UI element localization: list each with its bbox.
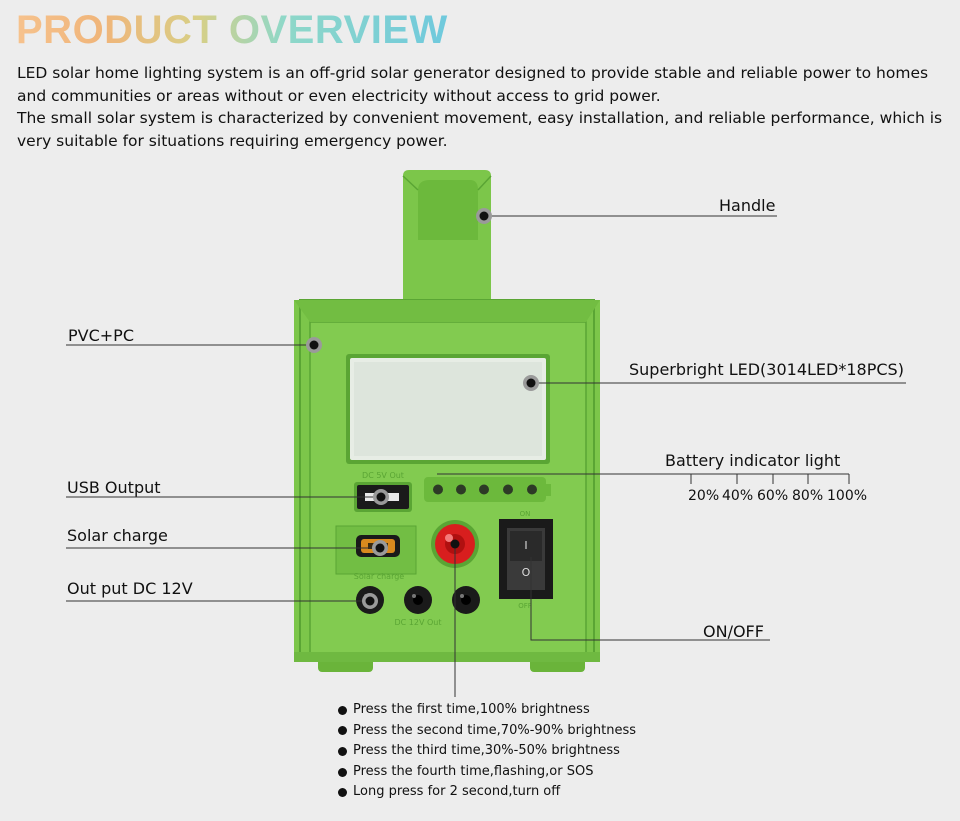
list-item: Press the first time,100% brightness — [338, 700, 636, 721]
bullet-dot — [338, 705, 347, 715]
battery-level-20: 20% — [688, 488, 720, 504]
handle — [402, 170, 492, 300]
leader-lines — [66, 215, 906, 697]
bullet-dot — [338, 746, 347, 756]
battery-level-80: 80% — [792, 488, 824, 504]
list-item: Press the fourth time,flashing,or SOS — [338, 762, 636, 783]
usb-print: DC 5V Out — [362, 471, 404, 480]
label-battery: Battery indicator light — [665, 451, 841, 470]
battery-indicator — [424, 477, 551, 502]
mode-text: Long press for 2 second,turn off — [353, 784, 561, 800]
battery-level-100: 100% — [827, 488, 868, 504]
mode-text: Press the fourth time,flashing,or SOS — [353, 763, 594, 779]
label-handle: Handle — [719, 196, 776, 215]
solar-print: Solar charge — [354, 572, 405, 581]
power-switch: ON I O OFF — [499, 510, 553, 610]
bullet-dot — [338, 767, 347, 777]
label-pvc: PVC+PC — [68, 326, 134, 345]
bullet-dot — [338, 788, 347, 798]
led-panel — [346, 354, 550, 464]
list-item: Long press for 2 second,turn off — [338, 782, 636, 803]
page-title: PRODUCT OVERVIEW — [16, 8, 448, 52]
list-item: Press the second time,70%-90% brightness — [338, 721, 636, 742]
label-solar: Solar charge — [67, 526, 168, 545]
label-onoff: ON/OFF — [703, 622, 764, 641]
mode-text: Press the first time,100% brightness — [353, 702, 590, 717]
switch-o-mark: O — [522, 566, 531, 579]
mode-text: Press the third time,30%-50% brightness — [353, 743, 620, 759]
label-led: Superbright LED(3014LED*18PCS) — [629, 360, 904, 379]
battery-level-60: 60% — [757, 488, 789, 504]
bullet-dot — [338, 726, 347, 736]
intro-paragraph-1: LED solar home lighting system is an off… — [17, 64, 929, 105]
list-item: Press the third time,30%-50% brightness — [338, 741, 636, 762]
switch-i-mark: I — [524, 539, 527, 552]
switch-off-print: OFF — [518, 602, 532, 610]
switch-on-print: ON — [520, 510, 531, 518]
callout-markers — [306, 208, 539, 609]
dc-print: DC 12V Out — [395, 618, 442, 627]
label-dc: Out put DC 12V — [67, 579, 193, 598]
button-mode-list: Press the first time,100% brightness Pre… — [338, 700, 636, 803]
intro-paragraph-2: The small solar system is characterized … — [17, 109, 943, 150]
mode-text: Press the second time,70%-90% brightness — [353, 722, 637, 738]
battery-level-40: 40% — [722, 488, 754, 504]
label-usb: USB Output — [67, 478, 161, 497]
intro-text: LED solar home lighting system is an off… — [17, 62, 949, 152]
